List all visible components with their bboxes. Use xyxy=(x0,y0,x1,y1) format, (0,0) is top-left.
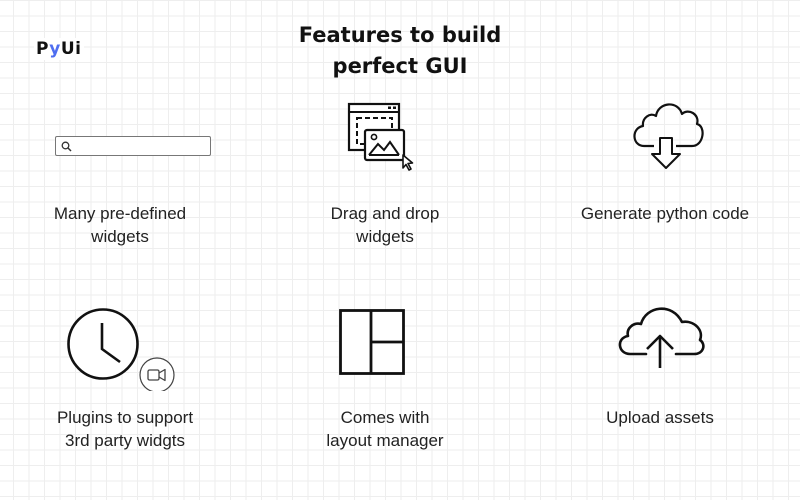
logo-suffix: Ui xyxy=(60,39,82,59)
caption-line: Comes with xyxy=(340,408,430,427)
title-line-1: Features to build xyxy=(298,23,502,47)
cloud-upload-icon xyxy=(618,307,705,368)
feature-caption-drag-drop: Drag and drop widgets xyxy=(305,202,465,248)
caption-line: Plugins to support xyxy=(56,408,194,427)
search-widget-icon[interactable] xyxy=(55,136,211,156)
video-camera-icon xyxy=(147,369,160,381)
caption-line: layout manager xyxy=(326,431,444,450)
caption-line: Drag and drop xyxy=(330,204,440,223)
page-title: Features to build perfect GUI xyxy=(290,20,510,82)
caption-line: widgets xyxy=(91,227,149,246)
search-input[interactable] xyxy=(76,138,206,153)
caption-line: Upload assets xyxy=(606,408,714,427)
feature-caption-plugins: Plugins to support 3rd party widgts xyxy=(40,406,210,452)
drag-drop-icon xyxy=(347,102,414,171)
title-line-2: perfect GUI xyxy=(332,54,468,78)
layout-grid-icon xyxy=(339,309,405,375)
logo: PyUi xyxy=(34,38,84,60)
caption-line: Many pre-defined xyxy=(53,204,187,223)
search-icon xyxy=(61,141,72,152)
caption-line: 3rd party widgts xyxy=(65,431,185,450)
feature-caption-python-code: Generate python code xyxy=(560,202,770,225)
caption-line: widgets xyxy=(356,227,414,246)
feature-caption-upload: Upload assets xyxy=(580,406,740,429)
caption-line: Generate python code xyxy=(580,204,750,223)
clock-plugin-icon xyxy=(67,308,175,391)
logo-prefix: P xyxy=(36,39,50,59)
feature-caption-layout-manager: Comes with layout manager xyxy=(305,406,465,452)
feature-caption-widgets: Many pre-defined widgets xyxy=(40,202,200,248)
cloud-download-icon xyxy=(633,103,704,169)
logo-accent: y xyxy=(49,39,61,59)
